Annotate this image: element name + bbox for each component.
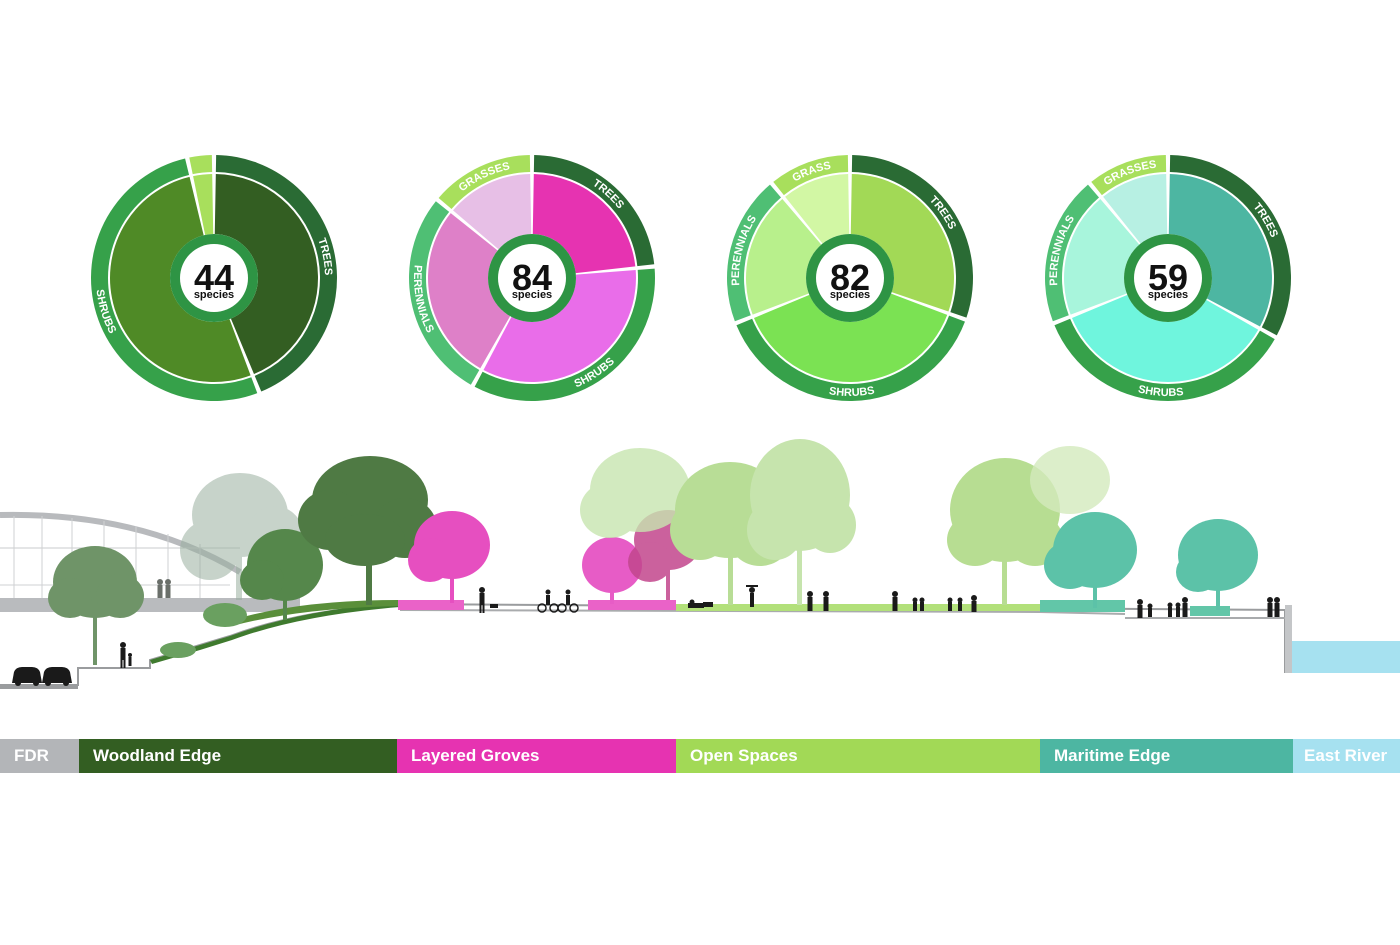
groves-understory: [398, 600, 464, 610]
donut-segment: [850, 174, 955, 312]
donut-outer-segment: [727, 184, 782, 322]
zone-bar-maritime-edge: Maritime Edge: [1040, 739, 1293, 773]
species-unit: species: [512, 289, 552, 301]
species-unit: species: [1148, 289, 1188, 301]
donut-segment: [785, 174, 850, 244]
donut-outer-segment: [215, 155, 337, 392]
donut-outer-segment: [409, 201, 480, 385]
donut-outer-segment: [474, 268, 655, 401]
zone-bar-east-river: East River: [1293, 739, 1400, 773]
donut-outer-segment: [773, 155, 849, 196]
donut-segment: [1168, 174, 1272, 327]
donut-hub: [180, 244, 248, 312]
donut-segment: [193, 174, 214, 235]
donut-outer-segment: [533, 155, 655, 267]
zone-bar-fdr: FDR: [0, 739, 79, 773]
species-count: 59: [1148, 257, 1188, 298]
car-icon: [42, 667, 72, 686]
donut-outer-segment: [1091, 155, 1167, 196]
open-space-trees: [580, 439, 1110, 605]
car-icon: [12, 667, 42, 686]
donut-outer-segment: [438, 155, 531, 210]
donut-segment: [753, 293, 948, 383]
donut-segment-label: SHRUBS: [828, 385, 875, 400]
woodland-trees: [48, 456, 437, 665]
donut-hub: [816, 244, 884, 312]
zone-label: Open Spaces: [690, 746, 798, 765]
donut-segment: [483, 270, 637, 382]
zone-label: Layered Groves: [411, 746, 540, 765]
maritime-trees: [1044, 512, 1258, 610]
zone-label: East River: [1304, 746, 1388, 765]
species-count: 84: [512, 257, 552, 298]
people-silhouettes: [12, 579, 1280, 686]
donut-hub: [1134, 244, 1202, 312]
donut-hub: [498, 244, 566, 312]
species-count: 44: [194, 257, 234, 298]
zone-bar-layered-groves: Layered Groves: [397, 739, 676, 773]
donut-outer-segment: [189, 155, 213, 175]
donut-segment: [110, 176, 251, 382]
species-unit: species: [194, 289, 234, 301]
zone-label: Maritime Edge: [1054, 746, 1171, 765]
donut-segment: [214, 174, 318, 375]
zone-label: FDR: [14, 746, 49, 765]
zone-label: Woodland Edge: [93, 746, 222, 765]
donut-segment: [1103, 174, 1168, 244]
donut-segment: [745, 199, 822, 315]
species-count: 82: [830, 257, 870, 298]
donut-segment: [1064, 199, 1140, 315]
donut-segment: [532, 174, 636, 274]
donut-outer-segment: [736, 315, 965, 402]
donut-outer-segment: [1054, 318, 1275, 401]
donut-segment: [428, 213, 511, 369]
donut-outer-segment: [1169, 155, 1291, 336]
zone-bar-open-spaces: Open Spaces: [676, 739, 1040, 773]
donut-outer-segment: [851, 155, 973, 318]
donut-outer-segment: [1045, 184, 1100, 322]
donut-segment: [453, 174, 532, 250]
donut-segment: [1071, 294, 1259, 383]
zone-bar-woodland-edge: Woodland Edge: [79, 739, 397, 773]
species-unit: species: [830, 289, 870, 301]
donut-segment-label: SHRUBS: [1137, 383, 1184, 399]
